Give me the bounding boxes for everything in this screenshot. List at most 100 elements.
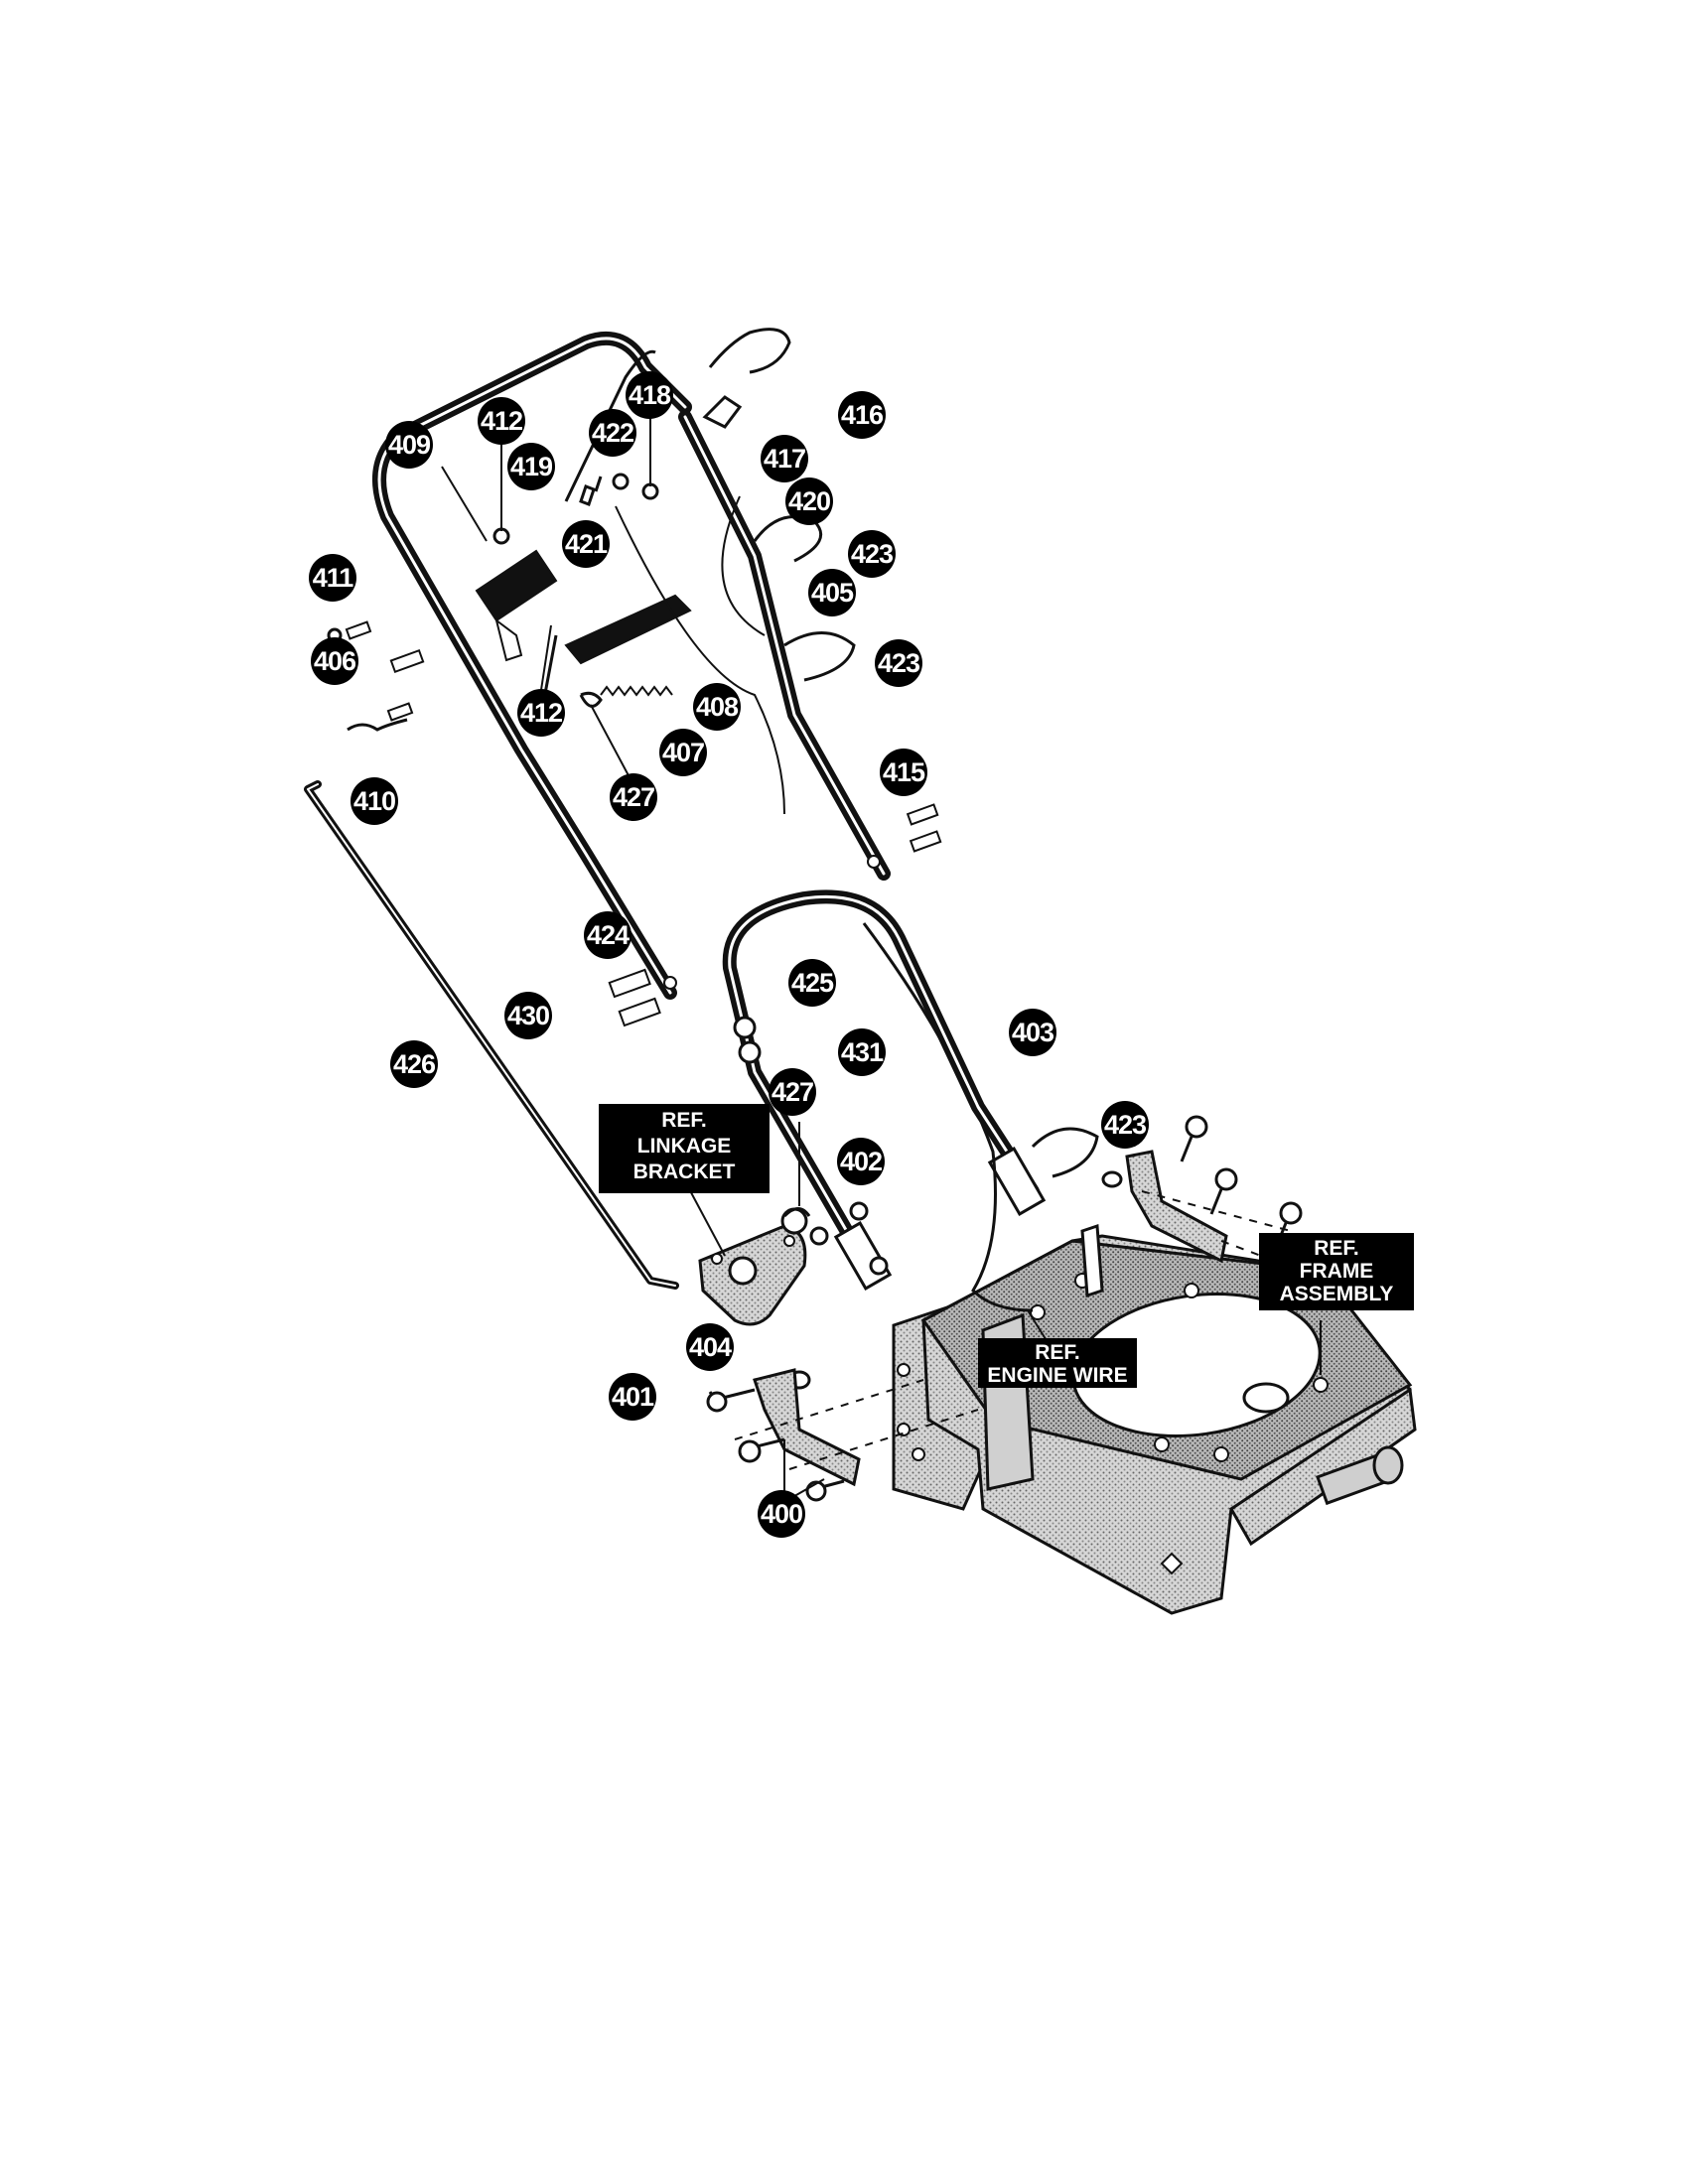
bolt-424b: [618, 997, 661, 1027]
callout-410: 410: [351, 777, 398, 825]
throttle-cable: [564, 349, 656, 502]
flange-bolt-a: [1185, 1115, 1208, 1139]
svg-text:417: 417: [764, 444, 805, 474]
svg-text:406: 406: [314, 646, 356, 676]
lower-handle: [722, 889, 1047, 1292]
throttle-lever: [702, 395, 743, 429]
callout-408: 408: [693, 683, 741, 731]
callout-420: 420: [785, 478, 833, 525]
nut-402b: [869, 1256, 889, 1276]
svg-text:427: 427: [613, 782, 654, 812]
callout-417: 417: [761, 435, 808, 482]
frame-hole: [1213, 1446, 1229, 1462]
callout-419: 419: [507, 443, 555, 490]
cable-tie-middle: [783, 631, 856, 682]
callout-412: 412: [478, 397, 525, 445]
frame-hole: [1184, 1283, 1199, 1298]
frame-hole: [897, 1363, 911, 1377]
mounting-bracket-right: [1125, 1150, 1228, 1264]
callout-409: 409: [385, 421, 433, 469]
handle-hole: [867, 855, 881, 869]
svg-text:409: 409: [388, 430, 431, 460]
svg-text:415: 415: [883, 757, 925, 787]
linkage-bracket-hole-small: [783, 1235, 795, 1247]
callout-412: 412: [517, 689, 565, 737]
nut: [641, 482, 659, 500]
lever-plate: [564, 594, 692, 665]
control-rod: [304, 780, 679, 1290]
svg-text:407: 407: [662, 738, 704, 767]
control-bracket-plate: [475, 549, 558, 622]
linkage-bracket-hole: [728, 1256, 758, 1286]
callout-405: 405: [808, 569, 856, 616]
callout-425: 425: [788, 959, 836, 1007]
leader-linkage: [684, 1180, 726, 1257]
svg-text:418: 418: [629, 380, 671, 410]
callout-406: 406: [311, 637, 358, 685]
nut: [492, 527, 510, 545]
callout-423: 423: [848, 530, 896, 578]
bolt-head-401a: [706, 1391, 728, 1413]
bolt-415b: [909, 830, 942, 853]
svg-text:431: 431: [841, 1037, 884, 1067]
wing-nut-425a: [733, 1016, 757, 1039]
svg-text:412: 412: [520, 698, 562, 728]
ref-label-line: REF.: [1035, 1341, 1080, 1364]
flange-bolt-shaft-a: [1180, 1136, 1193, 1162]
callout-401: 401: [609, 1373, 656, 1421]
screw: [579, 484, 596, 506]
callout-422: 422: [589, 409, 636, 457]
nut-lower-handle: [809, 1226, 829, 1246]
washer-right: [1101, 1170, 1123, 1188]
hair-pin-clip-upper: [579, 691, 603, 708]
svg-text:401: 401: [612, 1382, 654, 1412]
frame-hole: [897, 1423, 911, 1436]
nut: [612, 473, 630, 490]
bolt-415a: [906, 803, 939, 826]
svg-text:423: 423: [878, 648, 920, 678]
lower-handle-bracket-right: [987, 1146, 1047, 1217]
frame-handle-tab-right: [1080, 1223, 1104, 1298]
engine-wire: [862, 922, 1034, 1312]
clevis-pin-410: [347, 718, 408, 732]
ref-label-linkage-bracket: REF. LINKAGE BRACKET: [599, 1104, 770, 1193]
callout-403: 403: [1009, 1009, 1056, 1056]
svg-text:410: 410: [353, 786, 395, 816]
handle-hole: [663, 976, 677, 990]
callout-418: 418: [626, 371, 673, 419]
bolt-head-401b: [738, 1439, 762, 1463]
callout-421: 421: [562, 520, 610, 568]
callout-426: 426: [390, 1040, 438, 1088]
assembly-leader: [1141, 1190, 1292, 1232]
callout-423: 423: [1101, 1101, 1149, 1149]
callout-416: 416: [838, 391, 886, 439]
svg-text:419: 419: [510, 452, 553, 481]
callout-431: 431: [838, 1028, 886, 1076]
callout-427: 427: [610, 773, 657, 821]
callout-402: 402: [837, 1138, 885, 1185]
screw: [594, 476, 603, 492]
mounting-bracket-left: [753, 1368, 861, 1487]
callout-430: 430: [504, 992, 552, 1039]
control-cable: [615, 495, 785, 815]
bolt-424a: [608, 968, 651, 999]
leader-427-top: [590, 704, 632, 780]
control-bracket-arm: [494, 617, 523, 662]
assembly-leader: [734, 1379, 924, 1440]
svg-text:400: 400: [761, 1499, 802, 1529]
leader-412-mid: [540, 624, 552, 691]
callout-427: 427: [769, 1068, 816, 1116]
assembly-leader: [788, 1409, 979, 1470]
callouts: 409 412 418 416 419 422 417 420 421 423 …: [309, 371, 1149, 1538]
frame-hole: [1313, 1377, 1329, 1393]
svg-text:421: 421: [565, 529, 608, 559]
svg-text:408: 408: [696, 692, 739, 722]
ref-label-frame-assembly: REF. FRAME ASSEMBLY: [1259, 1233, 1414, 1310]
svg-text:411: 411: [313, 563, 354, 593]
frame-side-wall: [1229, 1387, 1417, 1547]
svg-text:427: 427: [772, 1077, 813, 1107]
engine-shaft-hole: [1242, 1382, 1290, 1414]
lower-handle-bracket-left: [833, 1220, 893, 1292]
ref-label-line: BRACKET: [633, 1160, 736, 1183]
